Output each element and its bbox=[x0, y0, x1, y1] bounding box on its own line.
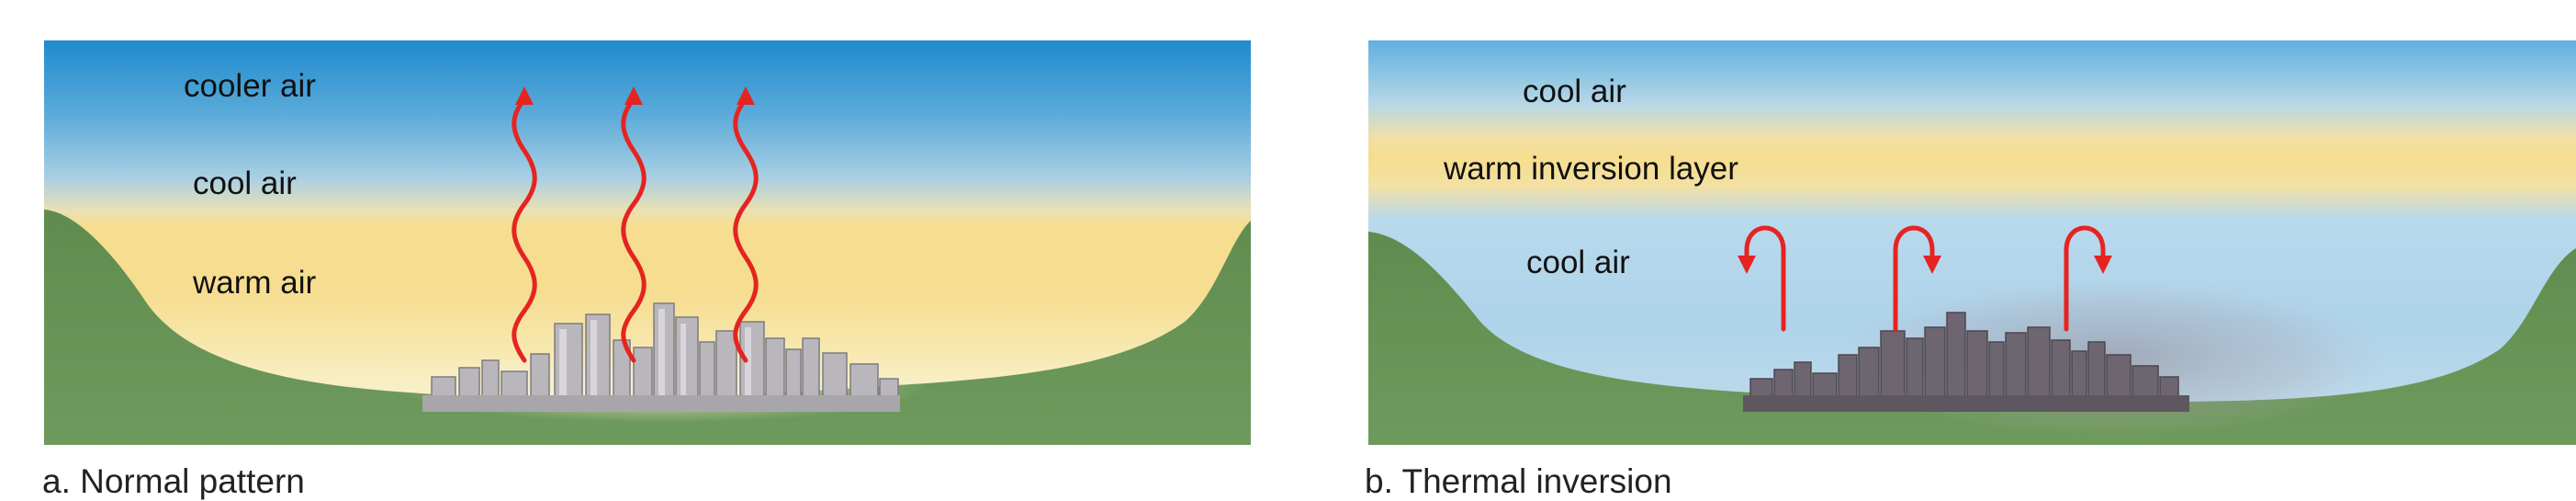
trapped-arrow-3 bbox=[2064, 225, 2106, 332]
label-cool-air-top: cool air bbox=[1523, 74, 1626, 109]
rising-air-arrows bbox=[512, 97, 759, 363]
city-skyline bbox=[1743, 312, 2189, 412]
trapped-arrow-2 bbox=[1893, 225, 1935, 332]
arrowhead-down-icon bbox=[2094, 256, 2112, 274]
caption-thermal-inversion: b. Thermal inversion bbox=[1365, 462, 1672, 500]
valley-hills bbox=[44, 210, 1251, 445]
city-skyline bbox=[422, 302, 900, 412]
arrowhead-up-icon bbox=[624, 86, 643, 105]
rising-arrow-3 bbox=[733, 97, 759, 363]
rising-arrow-2 bbox=[621, 97, 647, 363]
valley-hills bbox=[1368, 232, 2576, 445]
label-cooler-air: cooler air bbox=[184, 68, 316, 104]
panel-normal-pattern: cooler air cool air warm air a. Normal p… bbox=[42, 40, 1251, 500]
caption-normal-pattern: a. Normal pattern bbox=[42, 462, 305, 500]
arrowhead-down-icon bbox=[1923, 256, 1941, 274]
label-warm-air: warm air bbox=[193, 265, 317, 301]
rising-arrow-1 bbox=[512, 97, 537, 363]
arrowheads bbox=[515, 86, 755, 105]
label-cool-air: cool air bbox=[193, 165, 297, 201]
arrowhead-up-icon bbox=[737, 86, 755, 105]
trapped-air-arrows bbox=[1744, 225, 2106, 332]
trapped-arrow-1 bbox=[1744, 225, 1786, 332]
arrowhead-up-icon bbox=[515, 86, 534, 105]
arrowheads bbox=[1738, 256, 2112, 274]
thermal-inversion-illustration bbox=[1368, 40, 2576, 445]
arrowhead-down-icon bbox=[1738, 256, 1756, 274]
normal-pattern-illustration bbox=[44, 40, 1251, 445]
label-warm-inversion-layer: warm inversion layer bbox=[1444, 151, 1738, 187]
panel-thermal-inversion: cool air warm inversion layer cool air b… bbox=[1288, 0, 2576, 501]
label-cool-air-bottom: cool air bbox=[1526, 245, 1630, 280]
